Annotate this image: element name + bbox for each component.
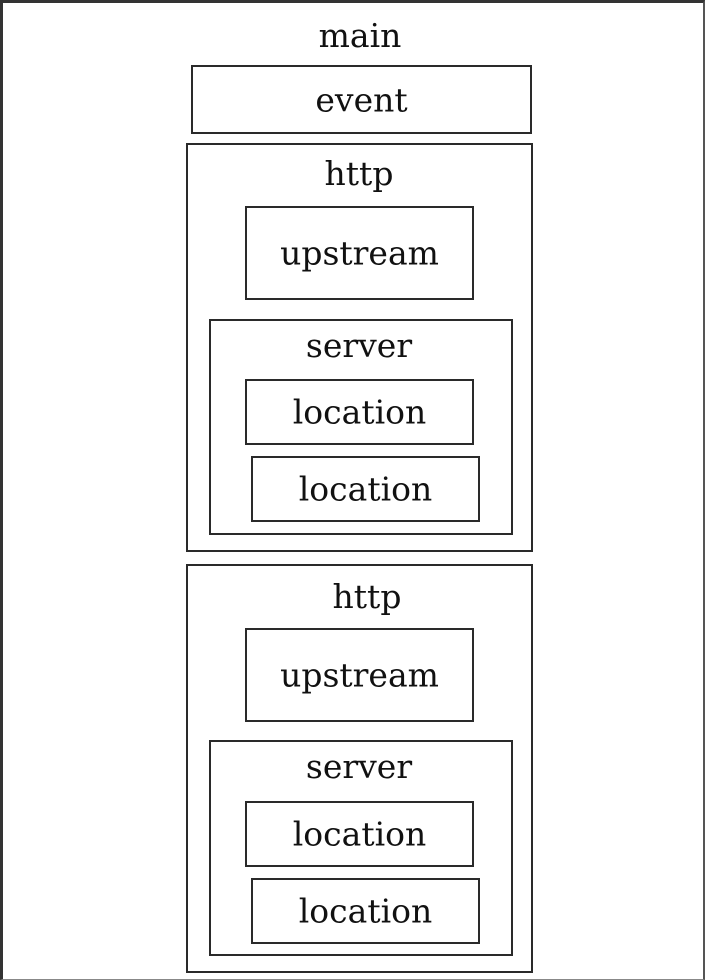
http-label-2: http <box>332 577 402 616</box>
location-label-2b: location <box>298 891 433 931</box>
location-label-2a: location <box>292 814 427 854</box>
location-label-1a: location <box>292 392 427 432</box>
event-label: event <box>315 80 408 119</box>
location-block-2a: location <box>245 801 474 867</box>
http-block-2: http upstream server location location <box>186 564 533 973</box>
http-block-1: http upstream server location location <box>186 143 533 552</box>
server-block-2: server location location <box>209 740 513 956</box>
upstream-label-1: upstream <box>280 233 439 273</box>
location-block-2b: location <box>251 878 480 944</box>
server-label-2: server <box>305 747 413 786</box>
server-block-1: server location location <box>209 319 513 535</box>
upstream-block-2: upstream <box>245 628 474 722</box>
location-label-1b: location <box>298 469 433 509</box>
event-block: event <box>191 65 532 134</box>
main-label: main <box>318 16 402 55</box>
location-block-1a: location <box>245 379 474 445</box>
upstream-label-2: upstream <box>280 655 439 695</box>
server-label-1: server <box>305 326 413 365</box>
upstream-block-1: upstream <box>245 206 474 300</box>
http-label-1: http <box>324 154 394 193</box>
location-block-1b: location <box>251 456 480 522</box>
